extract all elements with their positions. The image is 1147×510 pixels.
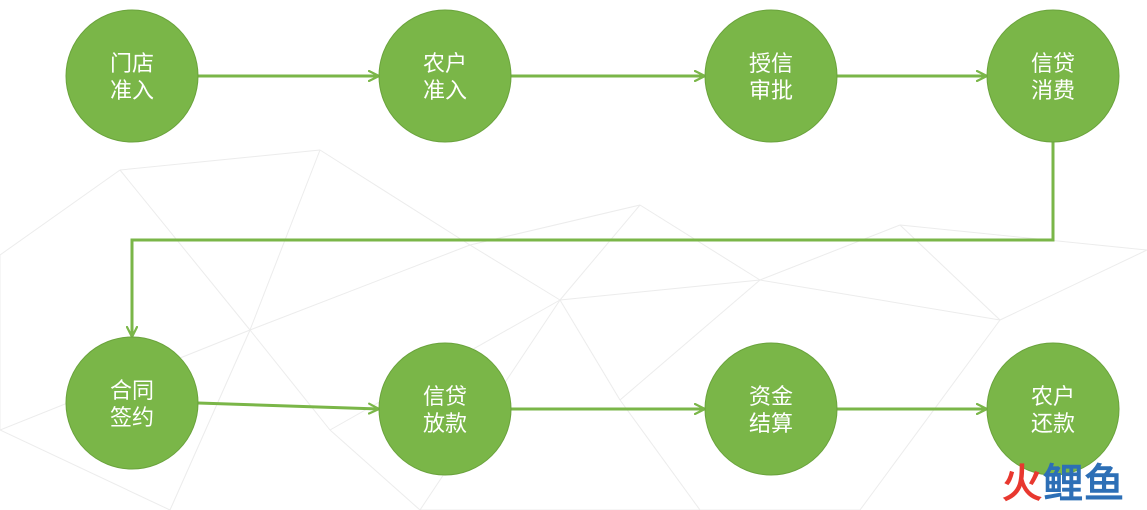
- node-label-loan-disbursement-line-2: 放款: [423, 412, 467, 437]
- background-line-12: [559, 279, 761, 301]
- connector-layer: [132, 76, 1055, 409]
- background-line-16: [999, 249, 1147, 321]
- node-label-farmer-entry-line-2: 准入: [423, 79, 467, 104]
- background-line-1: [119, 149, 321, 171]
- background-line-24: [619, 399, 701, 510]
- node-label-loan-disbursement-line-1: 信贷: [423, 385, 467, 410]
- background-line-3: [469, 204, 641, 246]
- background-line-27: [0, 429, 171, 510]
- background-line-17: [759, 279, 1001, 321]
- node-label-farmer-repayment-line-1: 农户: [1031, 385, 1075, 410]
- background-line-2: [319, 149, 471, 246]
- node-label-store-entry-line-1: 门店: [110, 52, 154, 77]
- node-label-farmer-entry-line-1: 农户: [423, 52, 467, 77]
- watermark-logo: 火鲤鱼: [1002, 464, 1125, 504]
- background-line-25: [329, 429, 421, 510]
- node-label-fund-settlement-line-2: 结算: [749, 412, 793, 437]
- background-line-11: [469, 244, 561, 301]
- background-line-7: [119, 169, 251, 331]
- background-geometric-pattern: [0, 149, 1147, 510]
- background-line-26: [619, 279, 761, 401]
- node-label-credit-approval-line-2: 审批: [749, 79, 793, 104]
- node-circle-loan-disbursement: [378, 342, 512, 476]
- background-line-21: [249, 329, 331, 431]
- node-label-credit-consumption-line-1: 信贷: [1031, 52, 1075, 77]
- node-label-fund-settlement-line-1: 资金: [749, 385, 793, 410]
- connector-credit-consumption-to-contract-signing: [132, 142, 1055, 337]
- node-circle-credit-consumption: [986, 9, 1120, 143]
- node-label-store-entry-line-2: 准入: [110, 79, 154, 104]
- node-circle-store-entry: [65, 9, 199, 143]
- node-circle-credit-approval: [704, 9, 838, 143]
- background-line-13: [559, 204, 641, 301]
- background-line-18: [859, 319, 1001, 510]
- node-label-contract-signing-line-1: 合同: [110, 379, 154, 404]
- background-line-23: [559, 299, 621, 401]
- node-circle-fund-settlement: [704, 342, 838, 476]
- background-line-4: [639, 204, 761, 281]
- background-line-0: [0, 169, 121, 256]
- node-circle-contract-signing: [65, 336, 199, 470]
- node-label-farmer-repayment-line-2: 还款: [1031, 412, 1075, 437]
- node-circle-farmer-repayment: [986, 342, 1120, 476]
- background-line-6: [899, 224, 1147, 251]
- watermark-part-2: 鲤鱼: [1043, 461, 1125, 507]
- background-line-5: [759, 224, 901, 281]
- node-circle-farmer-entry: [378, 9, 512, 143]
- node-label-credit-consumption-line-2: 消费: [1031, 79, 1075, 104]
- node-label-credit-approval-line-1: 授信: [749, 52, 793, 77]
- background-line-10: [169, 329, 251, 510]
- connector-contract-signing-to-loan-disbursement: [197, 401, 379, 409]
- watermark-part-1: 火: [1002, 461, 1043, 507]
- node-label-contract-signing-line-2: 签约: [110, 406, 154, 431]
- background-line-8: [249, 244, 471, 331]
